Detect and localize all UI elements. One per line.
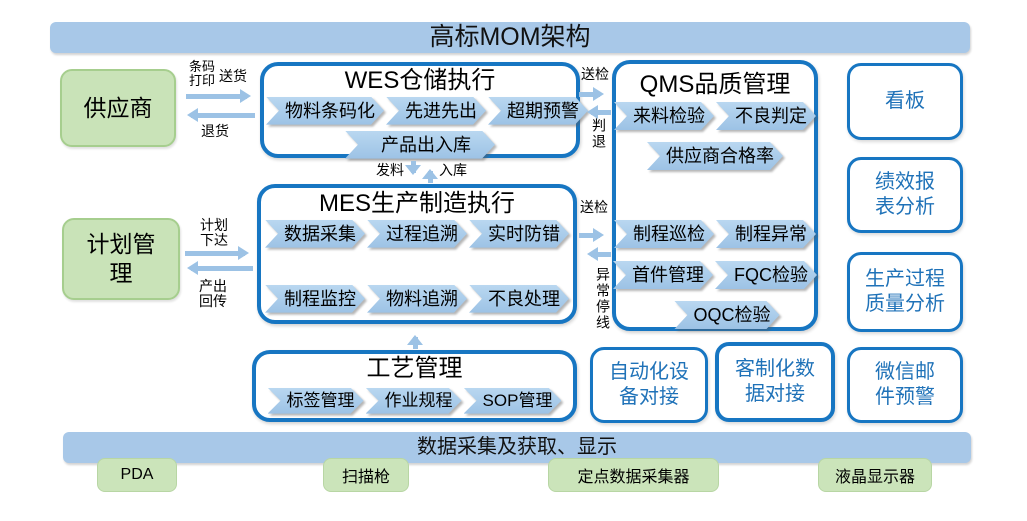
mes-title: MES生产制造执行: [318, 190, 515, 217]
flow-label-send-inspection-mes: 送检: [580, 199, 608, 215]
panel-performance-report: 绩效报表分析: [847, 157, 963, 233]
qms-chip-row-3: 制程巡检 制程异常: [616, 220, 814, 248]
wes-title: WES仓储执行: [344, 67, 496, 94]
arrow-wes-to-mes-issue: [405, 161, 421, 175]
craft-chip-sop-management: SOP管理: [464, 388, 562, 414]
wes-chip-expiry-warning: 超期预警: [488, 97, 588, 125]
arrow-mes-to-wes-stockin: [422, 169, 438, 183]
craft-title: 工艺管理: [366, 355, 463, 382]
page-title: 高标MOM架构: [50, 22, 970, 53]
wes-box: WES仓储执行 物料条码化 先进先出 超期预警 产品出入库: [260, 62, 580, 158]
wes-chip-material-barcoding: 物料条码化: [266, 97, 384, 125]
panel-process-quality-analysis: 生产过程质量分析: [847, 252, 963, 332]
craft-chip-row: 标签管理 作业规程 SOP管理: [256, 388, 573, 414]
panel-automation-device-integration: 自动化设备对接: [590, 347, 708, 423]
arrow-qms-to-wes: [587, 105, 611, 119]
arrow-planning-to-mes: [185, 246, 249, 260]
arrow-craft-to-mes: [407, 335, 423, 349]
mes-chip-process-monitoring: 制程监控: [265, 285, 365, 313]
panel-custom-data-integration: 客制化数据对接: [715, 342, 835, 422]
panel-kanban: 看板: [847, 63, 963, 140]
mes-chip-row-2: 制程监控 物料追溯 不良处理: [261, 285, 573, 313]
wes-chip-product-in-out: 产品出入库: [345, 131, 495, 159]
qms-chip-oqc-inspection: OQC检验: [674, 301, 779, 329]
qms-title: QMS品质管理: [639, 71, 791, 98]
mes-box: MES生产制造执行 数据采集 过程追溯 实时防错 制程监控 物料追溯 不良处理: [257, 184, 577, 324]
arrow-mes-to-planning: [187, 261, 253, 275]
craft-chip-label-management: 标签管理: [268, 388, 364, 414]
supplier-box: 供应商: [60, 69, 176, 147]
qms-chip-row-5: OQC检验: [628, 301, 826, 329]
arrow-mes-to-qms: [579, 228, 604, 242]
device-pda: PDA: [97, 458, 177, 492]
device-fixed-data-collector: 定点数据采集器: [548, 458, 719, 492]
flow-label-material-issue: 发料: [376, 162, 404, 178]
flow-label-delivery: 送货: [219, 68, 247, 84]
qms-chip-row-4: 首件管理 FQC检验: [616, 261, 814, 289]
qms-box: QMS品质管理 来料检验 不良判定 供应商合格率 制程巡检 制程异常 首件管理 …: [612, 60, 818, 331]
flow-label-barcode-print: 条码 打印: [189, 59, 216, 89]
qms-chip-row-1: 来料检验 不良判定: [616, 102, 814, 130]
arrow-wes-to-qms: [579, 87, 604, 101]
qms-chip-supplier-pass-rate: 供应商合格率: [647, 142, 783, 170]
mes-chip-row-1: 数据采集 过程追溯 实时防错: [261, 220, 573, 248]
flow-label-output-feedback: 产出 回传: [199, 278, 227, 310]
qms-chip-incoming-inspection: 来料检验: [614, 102, 714, 130]
flow-label-abnormal-line-stop: 异常停线: [595, 267, 611, 331]
device-lcd-display: 液晶显示器: [818, 458, 932, 492]
planning-box: 计划管理: [62, 218, 180, 300]
device-scanner-gun: 扫描枪: [323, 458, 409, 492]
mes-chip-defect-handling: 不良处理: [469, 285, 569, 313]
flow-label-goods-return: 退货: [201, 123, 229, 139]
arrow-wes-to-supplier: [187, 108, 255, 122]
footer-banner: 数据采集及获取、显示: [63, 432, 971, 463]
mes-chip-realtime-error-proofing: 实时防错: [469, 220, 569, 248]
flow-label-stock-in: 入库: [439, 162, 467, 178]
qms-chip-fqc-inspection: FQC检验: [715, 261, 817, 289]
mes-chip-process-tracing: 过程追溯: [367, 220, 467, 248]
craft-chip-work-procedure: 作业规程: [366, 388, 462, 414]
wes-chip-row-1: 物料条码化 先进先出 超期预警: [266, 97, 576, 125]
mes-chip-data-collection: 数据采集: [265, 220, 365, 248]
qms-chip-row-2: 供应商合格率: [616, 142, 814, 170]
flow-label-send-inspection-wes: 送检: [581, 66, 609, 82]
craft-box: 工艺管理 标签管理 作业规程 SOP管理: [252, 350, 577, 422]
qms-chip-process-abnormality: 制程异常: [716, 220, 816, 248]
arrow-supplier-to-wes: [186, 89, 251, 103]
qms-chip-process-patrol-inspection: 制程巡检: [614, 220, 714, 248]
panel-wechat-email-alert: 微信邮件预警: [847, 347, 963, 423]
qms-chip-first-article: 首件管理: [613, 261, 713, 289]
arrow-qms-to-mes: [587, 247, 611, 261]
wes-chip-fifo: 先进先出: [386, 97, 486, 125]
qms-chip-defect-judgment: 不良判定: [716, 102, 816, 130]
flow-label-plan-release: 计划 下达: [200, 217, 228, 249]
wes-chip-row-2: 产品出入库: [264, 131, 576, 159]
flow-label-reject-return: 判退: [591, 118, 607, 150]
mes-chip-material-tracing: 物料追溯: [367, 285, 467, 313]
